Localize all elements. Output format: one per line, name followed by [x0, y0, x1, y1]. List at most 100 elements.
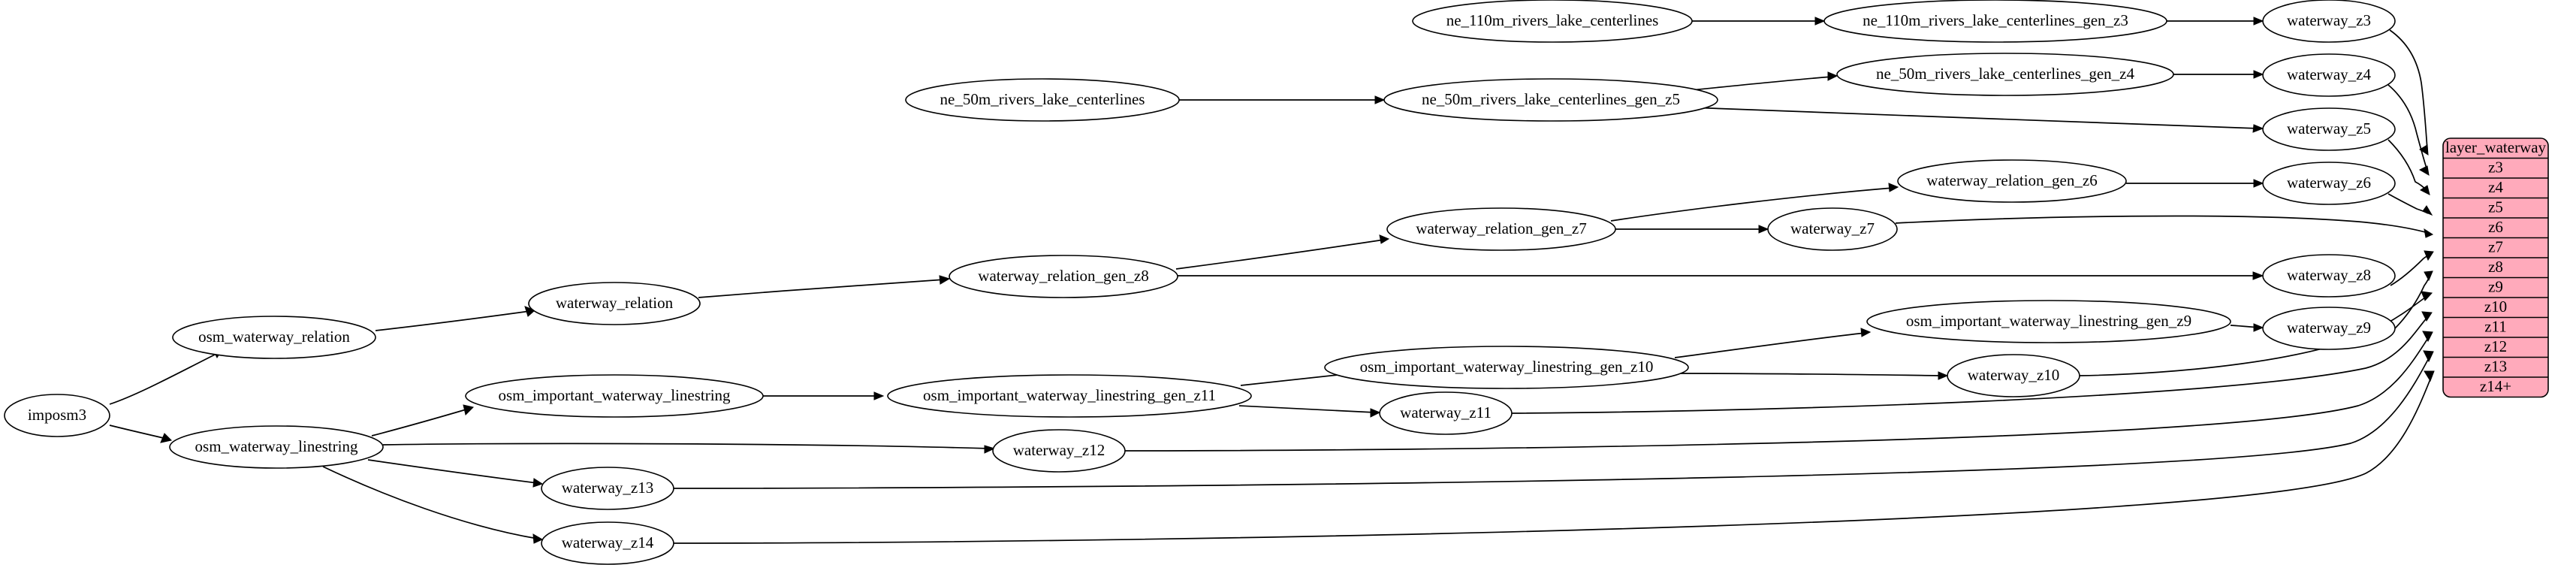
- node-waterway_z3[interactable]: waterway_z3: [2262, 0, 2396, 43]
- edge-imposm3-to-osm_waterway_linestring: [109, 425, 173, 443]
- arrowhead-icon: [1370, 408, 1381, 418]
- node-ne_110m_rivers_lake_centerlines_gen_z3[interactable]: ne_110m_rivers_lake_centerlines_gen_z3: [1823, 0, 2167, 43]
- arrowhead-icon: [2424, 370, 2435, 382]
- arrowhead-icon: [873, 391, 885, 400]
- node-ellipse[interactable]: [2262, 107, 2396, 151]
- node-ellipse[interactable]: [1412, 0, 1693, 43]
- edge-line: [2387, 84, 2428, 171]
- node-osm_important_waterway_linestring[interactable]: osm_important_waterway_linestring: [465, 374, 764, 418]
- node-osm_important_waterway_linestring_gen_z9[interactable]: osm_important_waterway_linestring_gen_z9: [1866, 300, 2231, 343]
- layer-waterway-record: layer_waterwayz3z4z5z6z7z8z9z10z11z12z13…: [2442, 137, 2549, 398]
- node-waterway_z9[interactable]: waterway_z9: [2262, 307, 2396, 350]
- node-imposm3[interactable]: imposm3: [4, 394, 110, 437]
- record-background[interactable]: [2442, 137, 2549, 398]
- node-ellipse[interactable]: [2262, 254, 2396, 298]
- edge-line: [2390, 253, 2430, 286]
- node-osm_waterway_relation[interactable]: osm_waterway_relation: [172, 316, 376, 359]
- node-ellipse[interactable]: [465, 374, 764, 418]
- node-ellipse[interactable]: [1767, 207, 1898, 251]
- node-ellipse[interactable]: [1836, 53, 2174, 96]
- edge-waterway_relation_gen_z7-to-waterway_relation_gen_z6: [1610, 183, 1899, 222]
- node-waterway_z11[interactable]: waterway_z11: [1379, 391, 1513, 435]
- node-waterway_z14[interactable]: waterway_z14: [541, 521, 674, 565]
- node-ellipse[interactable]: [2262, 162, 2396, 205]
- node-osm_waterway_linestring[interactable]: osm_waterway_linestring: [169, 425, 384, 469]
- node-waterway_z4[interactable]: waterway_z4: [2262, 53, 2396, 97]
- edge-line: [1175, 239, 1385, 270]
- edge-osm_important_waterway_linestring_gen_z10-to-osm_important_waterway_linestring_gen_z9: [1674, 328, 1872, 358]
- edge-waterway_z11-to-layer_waterway_z11: [1511, 311, 2433, 414]
- node-ellipse[interactable]: [905, 78, 1180, 122]
- edge-osm_waterway_linestring-to-waterway_z13: [367, 459, 544, 488]
- node-ellipse[interactable]: [528, 282, 701, 325]
- node-ellipse[interactable]: [1897, 159, 2127, 203]
- edge-waterway_z14-to-layer_waterway_z14: [673, 370, 2435, 544]
- arrowhead-icon: [2253, 70, 2264, 79]
- edge-waterway_z3-to-layer_waterway_z3: [2389, 29, 2429, 156]
- node-ellipse[interactable]: [887, 374, 1252, 418]
- arrowhead-icon: [1758, 225, 1769, 234]
- node-ellipse[interactable]: [541, 467, 674, 510]
- arrowhead-icon: [2424, 228, 2434, 238]
- node-osm_important_waterway_linestring_gen_z11[interactable]: osm_important_waterway_linestring_gen_z1…: [887, 374, 1252, 418]
- arrowhead-icon: [1938, 371, 1949, 380]
- node-waterway_z8[interactable]: waterway_z8: [2262, 254, 2396, 298]
- node-ellipse[interactable]: [949, 255, 1178, 298]
- arrowhead-icon: [2422, 205, 2433, 216]
- arrowhead-icon: [532, 478, 544, 488]
- edge-waterway_z5-to-layer_waterway_z5: [2387, 139, 2430, 195]
- node-waterway_z12[interactable]: waterway_z12: [992, 429, 1126, 473]
- edge-waterway_relation_gen_z7-to-waterway_z7: [1615, 225, 1769, 234]
- node-ellipse[interactable]: [1383, 78, 1718, 122]
- node-waterway_z6[interactable]: waterway_z6: [2262, 162, 2396, 205]
- node-ellipse[interactable]: [1324, 346, 1689, 389]
- node-ellipse[interactable]: [541, 521, 674, 565]
- node-osm_important_waterway_linestring_gen_z10[interactable]: osm_important_waterway_linestring_gen_z1…: [1324, 346, 1689, 389]
- node-ne_50m_rivers_lake_centerlines[interactable]: ne_50m_rivers_lake_centerlines: [905, 78, 1180, 122]
- node-ellipse[interactable]: [1866, 300, 2231, 343]
- node-ellipse[interactable]: [992, 429, 1126, 473]
- node-ellipse[interactable]: [1386, 207, 1616, 251]
- arrowhead-icon: [463, 404, 474, 415]
- edge-line: [367, 459, 538, 484]
- node-ne_50m_rivers_lake_centerlines_gen_z4[interactable]: ne_50m_rivers_lake_centerlines_gen_z4: [1836, 53, 2174, 96]
- edge-ne_110m_rivers_lake_centerlines_gen_z3-to-waterway_z3: [2167, 17, 2264, 26]
- arrowhead-icon: [2424, 270, 2433, 282]
- node-waterway_z7[interactable]: waterway_z7: [1767, 207, 1898, 251]
- edge-line: [1240, 373, 1353, 386]
- edge-ne_50m_rivers_lake_centerlines_gen_z4-to-waterway_z4: [2173, 70, 2264, 79]
- node-ne_110m_rivers_lake_centerlines[interactable]: ne_110m_rivers_lake_centerlines: [1412, 0, 1693, 43]
- edge-waterway_relation_gen_z6-to-waterway_z6: [2126, 179, 2264, 188]
- node-waterway_relation_gen_z8[interactable]: waterway_relation_gen_z8: [949, 255, 1178, 298]
- edge-line: [2389, 29, 2428, 151]
- arrowhead-icon: [1374, 95, 1386, 104]
- record-node-layer_waterway[interactable]: layer_waterwayz3z4z5z6z7z8z9z10z11z12z13…: [2442, 137, 2549, 398]
- arrowhead-icon: [2252, 271, 2264, 280]
- arrowhead-icon: [1860, 328, 1872, 337]
- node-ellipse[interactable]: [2262, 0, 2396, 43]
- edge-line: [1689, 107, 2259, 129]
- node-ellipse[interactable]: [2262, 307, 2396, 350]
- node-waterway_z13[interactable]: waterway_z13: [541, 467, 674, 510]
- edge-waterway_z13-to-layer_waterway_z13: [673, 350, 2434, 489]
- arrowhead-icon: [2423, 350, 2434, 363]
- node-ellipse[interactable]: [1379, 391, 1513, 435]
- node-ellipse[interactable]: [1947, 354, 2080, 397]
- node-waterway_relation_gen_z7[interactable]: waterway_relation_gen_z7: [1386, 207, 1616, 251]
- node-waterway_relation_gen_z6[interactable]: waterway_relation_gen_z6: [1897, 159, 2127, 203]
- node-ellipse[interactable]: [2262, 53, 2396, 97]
- node-waterway_z10[interactable]: waterway_z10: [1947, 354, 2080, 397]
- node-ellipse[interactable]: [169, 425, 384, 469]
- edge-line: [109, 425, 167, 440]
- node-waterway_z5[interactable]: waterway_z5: [2262, 107, 2396, 151]
- node-ellipse[interactable]: [4, 394, 110, 437]
- node-ellipse[interactable]: [172, 316, 376, 359]
- node-ne_50m_rivers_lake_centerlines_gen_z5[interactable]: ne_50m_rivers_lake_centerlines_gen_z5: [1383, 78, 1718, 122]
- arrowhead-icon: [1814, 17, 1826, 26]
- edge-line: [109, 352, 219, 405]
- node-ellipse[interactable]: [1823, 0, 2167, 43]
- edge-line: [371, 408, 469, 437]
- node-waterway_relation[interactable]: waterway_relation: [528, 282, 701, 325]
- edge-line: [1691, 76, 1833, 91]
